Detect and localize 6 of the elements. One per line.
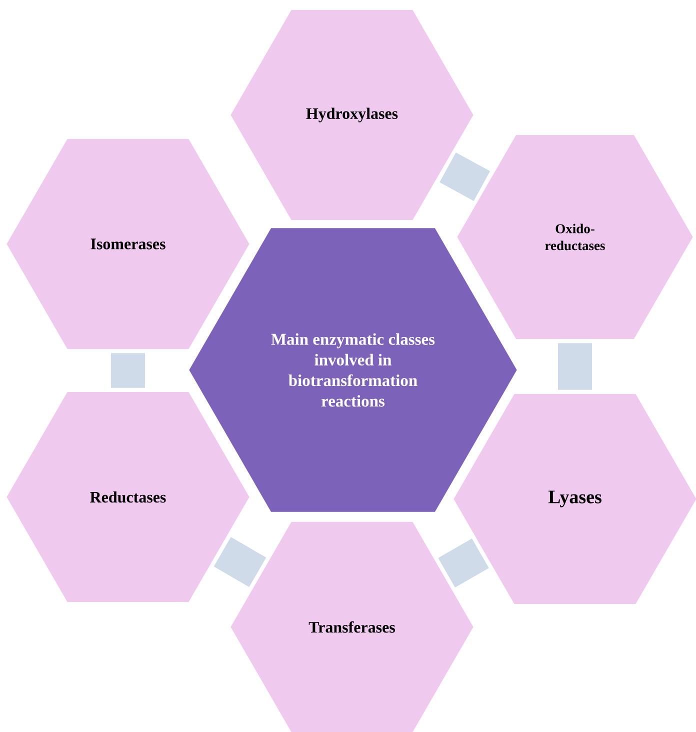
connector-band: [111, 353, 145, 388]
connector-band: [214, 537, 266, 587]
hexagon: Lyases: [451, 392, 696, 606]
connector-band: [438, 538, 489, 588]
connector-band: [440, 152, 490, 201]
connector-band: [558, 343, 592, 390]
